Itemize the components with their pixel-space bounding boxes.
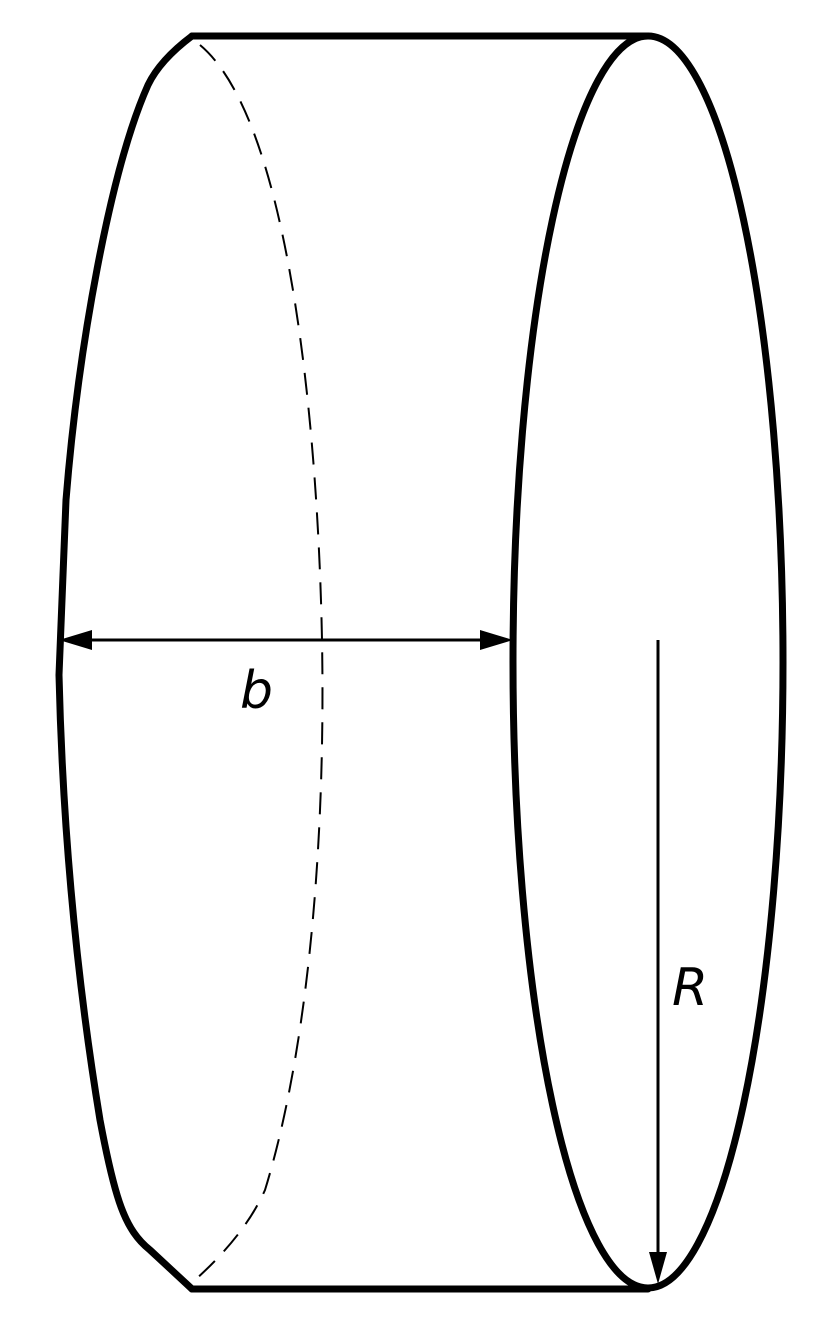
- hidden-back-edge: [194, 44, 324, 1281]
- right-face-ellipse: [509, 32, 787, 1292]
- width-arrowhead-right: [480, 630, 513, 650]
- width-arrowhead-left: [59, 630, 92, 650]
- width-label: b: [240, 661, 273, 721]
- radius-label: R: [672, 958, 708, 1018]
- radius-arrowhead: [649, 1252, 667, 1284]
- left-face-outline: [55, 32, 196, 1293]
